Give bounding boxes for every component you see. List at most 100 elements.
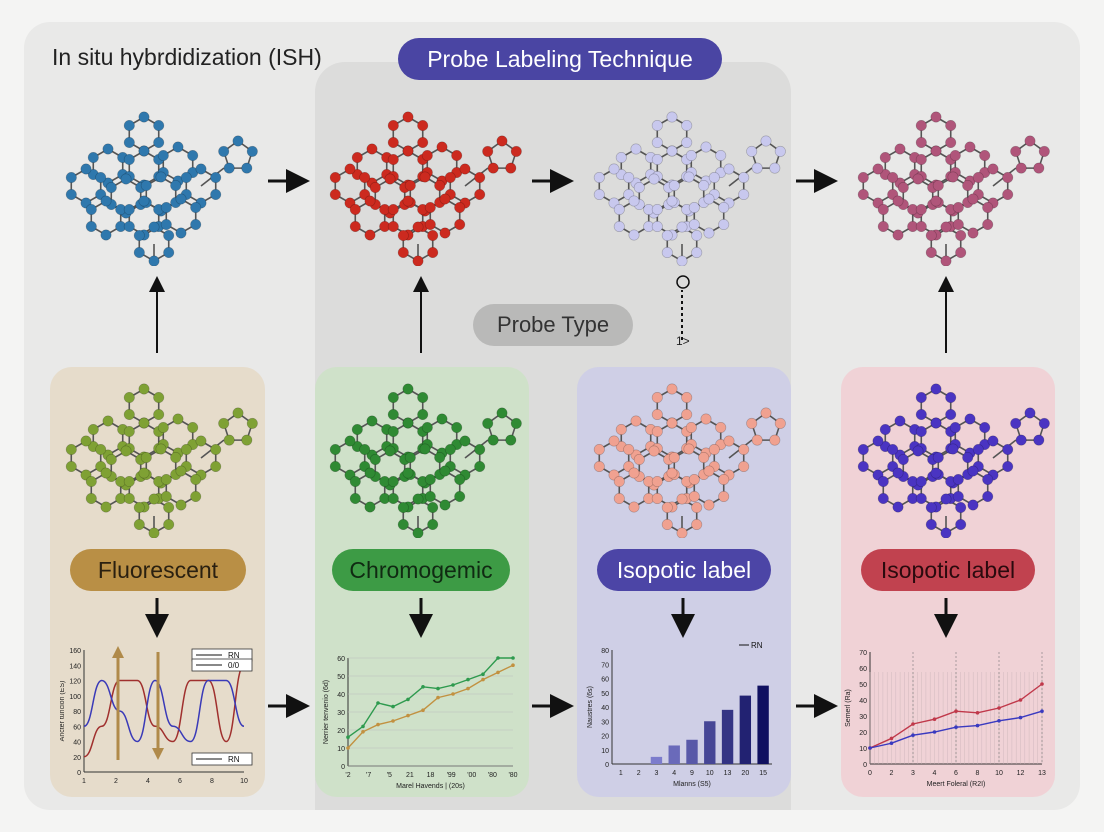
x-tick-label: 0 (868, 770, 872, 777)
legend-label: RN (228, 755, 240, 764)
data-point (406, 713, 410, 718)
y-tick-label: 10 (601, 748, 609, 755)
x-tick-label: 1 (82, 778, 86, 785)
series-line (347, 664, 514, 749)
molecule-salmon-icon (593, 383, 786, 538)
y-tick-label: 160 (69, 648, 81, 655)
data-point (975, 723, 980, 728)
y-tick-label: 40 (859, 698, 867, 705)
y-tick-label: 50 (601, 691, 609, 698)
x-axis-label: Mlanns (S5) (673, 781, 711, 788)
series-line (83, 679, 245, 743)
data-point (391, 704, 395, 709)
x-tick-label: 9 (690, 770, 694, 777)
y-tick-label: 20 (337, 728, 345, 735)
category-pill-fluorescent: Fluorescent (70, 549, 246, 591)
y-axis-label: Semerl (Ra) (845, 689, 852, 727)
y-tick-label: 120 (69, 679, 81, 686)
y-tick-label: 0 (605, 762, 609, 769)
molecule-olive-icon (65, 383, 258, 538)
y-tick-label: 20 (73, 755, 81, 762)
x-tick-label: '5 (387, 772, 392, 779)
legend-label: RN (751, 641, 763, 650)
bar (686, 739, 698, 764)
data-point (361, 724, 365, 729)
data-point (436, 695, 440, 700)
y-tick-label: 60 (73, 724, 81, 731)
x-tick-label: '2 (345, 772, 350, 779)
data-point (436, 686, 440, 691)
y-tick-label: 50 (859, 682, 867, 689)
y-tick-label: 40 (337, 692, 345, 699)
y-tick-label: 40 (73, 740, 81, 747)
x-tick-label: 8 (976, 770, 980, 777)
bar (721, 709, 734, 764)
x-tick-label: '80 (508, 772, 517, 779)
x-tick-label: 15 (759, 770, 767, 777)
data-point (451, 692, 455, 696)
x-tick-label: 2 (637, 770, 641, 777)
diagram-title: In situ hybrdidization (ISH) (52, 44, 322, 70)
data-point (346, 735, 350, 739)
probe-labeling-header: Probe Labeling Technique (398, 38, 722, 80)
y-tick-label: 20 (859, 730, 867, 737)
x-tick-label: 2 (114, 778, 118, 785)
y-tick-label: 30 (337, 710, 345, 717)
legend-label: RN (228, 651, 240, 660)
data-point (889, 741, 894, 745)
molecule-lavender-icon (593, 111, 786, 266)
y-tick-label: 70 (859, 650, 867, 657)
data-point (376, 701, 380, 705)
bar (739, 695, 752, 764)
x-tick-label: '80 (488, 772, 497, 779)
y-tick-label: 30 (859, 714, 867, 721)
x-tick-label: '99 (447, 772, 456, 779)
y-tick-label: 0 (77, 770, 81, 777)
x-tick-label: '7 (366, 772, 371, 779)
x-tick-label: 8 (210, 778, 214, 785)
x-tick-label: 18 (427, 772, 435, 779)
data-point (1018, 715, 1023, 720)
data-point (346, 746, 350, 750)
bar (668, 745, 680, 764)
x-tick-label: 10 (240, 778, 248, 785)
data-point (466, 686, 470, 691)
data-point (406, 697, 410, 702)
data-point (997, 719, 1001, 723)
y-axis-label: Ancter tunción (ES) (60, 681, 66, 742)
y-tick-label: 10 (337, 746, 345, 753)
bar (650, 756, 663, 764)
data-point (481, 672, 485, 676)
y-tick-label: 70 (601, 662, 609, 669)
y-tick-label: 80 (73, 709, 81, 716)
data-point (954, 709, 958, 713)
x-tick-label: 4 (672, 770, 676, 777)
data-point (932, 730, 937, 734)
x-tick-label: 10 (995, 770, 1003, 777)
data-point (954, 725, 958, 729)
data-point (361, 730, 365, 734)
data-point (511, 656, 515, 660)
data-point (466, 677, 470, 682)
x-tick-label: 13 (1038, 770, 1046, 777)
data-point (911, 722, 915, 726)
y-tick-label: 10 (859, 746, 867, 753)
data-point (376, 722, 380, 727)
y-tick-label: 30 (601, 719, 609, 726)
x-tick-label: '00 (467, 772, 476, 779)
data-point (1040, 709, 1044, 713)
x-tick-label: 4 (146, 778, 150, 785)
arrow-head (112, 646, 124, 658)
data-point (911, 733, 915, 737)
y-tick-label: 80 (601, 648, 609, 655)
data-point (1040, 682, 1044, 686)
molecule-green-icon (329, 383, 522, 538)
y-tick-label: 40 (601, 705, 609, 712)
molecule-blue-icon (65, 111, 258, 266)
data-point (932, 717, 937, 721)
y-axis-label: Naustres (6s) (587, 686, 594, 728)
x-tick-label: 6 (178, 778, 182, 785)
